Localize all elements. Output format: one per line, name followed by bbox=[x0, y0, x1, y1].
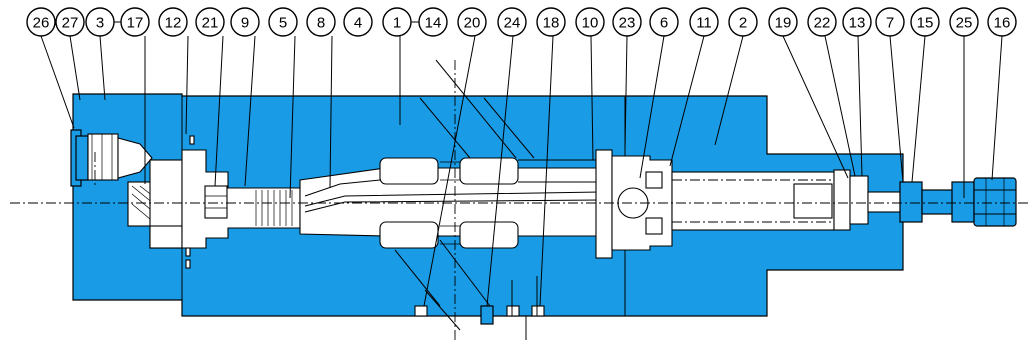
callout-7: 7 bbox=[875, 7, 905, 37]
callout-9: 9 bbox=[230, 7, 260, 37]
callout-circle bbox=[575, 7, 605, 37]
callout-18: 18 bbox=[536, 7, 566, 37]
callout-circle bbox=[120, 7, 150, 37]
callout-circle bbox=[649, 7, 679, 37]
callout-circle bbox=[536, 7, 566, 37]
callout-number: 11 bbox=[696, 15, 712, 32]
callout-circle bbox=[306, 7, 336, 37]
spring-8 bbox=[255, 190, 293, 226]
callout-circle bbox=[689, 7, 719, 37]
callout-number: 13 bbox=[849, 15, 866, 32]
callout-circle bbox=[768, 7, 798, 37]
callout-number: 14 bbox=[425, 15, 442, 32]
check-ball-assembly bbox=[595, 149, 673, 259]
callout-number: 16 bbox=[994, 15, 1011, 32]
callout-circle bbox=[55, 7, 85, 37]
callout-number: 17 bbox=[127, 15, 144, 32]
callout-3: 3 bbox=[85, 7, 115, 37]
callout-circle bbox=[987, 7, 1017, 37]
callout-number: 5 bbox=[279, 15, 287, 32]
callout-24: 24 bbox=[497, 7, 527, 37]
callout-number: 10 bbox=[582, 15, 599, 32]
callout-number: 18 bbox=[543, 15, 560, 32]
callout-17: 17 bbox=[120, 7, 150, 37]
callout-number: 1 bbox=[393, 15, 401, 32]
callout-27: 27 bbox=[55, 7, 85, 37]
spool-bore bbox=[299, 157, 601, 249]
callout-1: 1 bbox=[382, 7, 412, 37]
callout-number: 7 bbox=[886, 15, 894, 32]
callout-circle bbox=[26, 7, 56, 37]
callout-circle bbox=[949, 7, 979, 37]
callout-number: 20 bbox=[464, 15, 481, 32]
callout-circle bbox=[910, 7, 940, 37]
callout-circle bbox=[875, 7, 905, 37]
callout-number: 25 bbox=[956, 15, 973, 32]
callout-circle bbox=[85, 7, 115, 37]
callout-number: 15 bbox=[917, 15, 934, 32]
left-inner-cavity bbox=[181, 135, 301, 269]
callout-2: 2 bbox=[728, 7, 758, 37]
callout-circle bbox=[268, 7, 298, 37]
callout-number: 6 bbox=[660, 15, 668, 32]
callout-circle bbox=[612, 7, 642, 37]
callout-number: 21 bbox=[202, 15, 219, 32]
callout-5: 5 bbox=[268, 7, 298, 37]
callout-11: 11 bbox=[689, 7, 719, 37]
callout-number: 19 bbox=[775, 15, 792, 32]
callout-circle bbox=[343, 7, 373, 37]
callout-15: 15 bbox=[910, 7, 940, 37]
callout-25: 25 bbox=[949, 7, 979, 37]
bottom-ports bbox=[414, 276, 545, 340]
callout-12: 12 bbox=[158, 7, 188, 37]
callout-22: 22 bbox=[807, 7, 837, 37]
callout-14: 14 bbox=[418, 7, 448, 37]
callout-16: 16 bbox=[987, 7, 1017, 37]
callout-8: 8 bbox=[306, 7, 336, 37]
callout-number: 4 bbox=[354, 15, 362, 32]
callout-number: 9 bbox=[241, 15, 249, 32]
callout-circle bbox=[230, 7, 260, 37]
left-end-cap bbox=[70, 129, 153, 187]
callout-19: 19 bbox=[768, 7, 798, 37]
callout-number: 27 bbox=[62, 15, 79, 32]
callout-20: 20 bbox=[457, 7, 487, 37]
right-cylinder bbox=[671, 169, 869, 231]
callout-circle bbox=[807, 7, 837, 37]
callout-circle bbox=[842, 7, 872, 37]
right-fittings bbox=[867, 177, 1017, 227]
callout-number: 12 bbox=[165, 15, 182, 32]
callout-circle bbox=[382, 7, 412, 37]
callout-number: 23 bbox=[619, 15, 636, 32]
callout-number: 3 bbox=[96, 15, 104, 32]
leader-lines bbox=[40, 35, 1003, 307]
callout-26: 26 bbox=[26, 7, 56, 37]
callout-circle bbox=[457, 7, 487, 37]
callout-circle bbox=[158, 7, 188, 37]
callout-circle bbox=[195, 7, 225, 37]
callout-circle bbox=[728, 7, 758, 37]
callout-4: 4 bbox=[343, 7, 373, 37]
callout-6: 6 bbox=[649, 7, 679, 37]
callout-number: 2 bbox=[739, 15, 747, 32]
callout-13: 13 bbox=[842, 7, 872, 37]
callout-number: 26 bbox=[33, 15, 50, 32]
callout-number: 8 bbox=[317, 15, 325, 32]
callout-circle bbox=[497, 7, 527, 37]
callout-number: 24 bbox=[504, 15, 521, 32]
callout-21: 21 bbox=[195, 7, 225, 37]
callout-number: 22 bbox=[814, 15, 831, 32]
callout-10: 10 bbox=[575, 7, 605, 37]
callout-circle bbox=[418, 7, 448, 37]
callout-23: 23 bbox=[612, 7, 642, 37]
